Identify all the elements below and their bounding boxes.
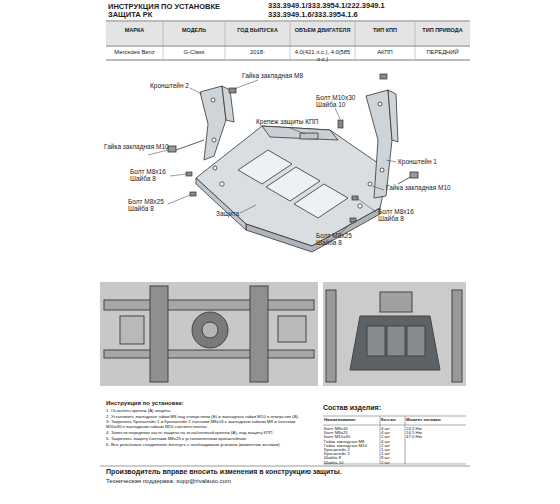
document-title: ИНСТРУКЦИЯ ПО УСТАНОВКЕ bbox=[108, 2, 220, 11]
table-header: ГОД ВЫПУСКА bbox=[225, 27, 290, 33]
part-label: Болт М8х25 Шайба 8 bbox=[128, 198, 168, 213]
part-label: Гайка закладная М8 bbox=[242, 72, 312, 79]
part-label: Болт М10х30 Шайба 10 bbox=[316, 94, 366, 109]
subtitle: ЗАЩИТА РК bbox=[108, 11, 258, 20]
part-code: 333.3949.1/333.3954.1/222.3949.1 bbox=[268, 2, 468, 11]
table-cell: Mercedes Benz bbox=[108, 49, 161, 56]
table-cell: АКПП bbox=[357, 49, 413, 56]
table-header: МАРКА bbox=[106, 27, 163, 33]
instruction-step: 3. Закрепить Кронштейн 1 и Кронштейн 2 б… bbox=[106, 419, 311, 429]
part-label: Крепеж защиты КПП bbox=[256, 118, 326, 125]
footer-note: Производитель вправе вносить изменения в… bbox=[106, 468, 466, 476]
table-cell: 2018- bbox=[227, 49, 288, 56]
table-header: ТИП ПРИВОДА bbox=[415, 27, 470, 33]
table-cell: G-Class bbox=[165, 49, 223, 56]
table-cell: ПЕРЕДНИЙ bbox=[417, 49, 468, 56]
part-label: Болт М8х16 Шайба 8 bbox=[130, 168, 170, 183]
table-header: Момент затяжки bbox=[406, 418, 466, 423]
table-header: Наименование bbox=[324, 418, 379, 423]
part-code: 333.3949.1.6/333.3954.1.6 bbox=[268, 11, 468, 20]
table-header: Кол-во bbox=[381, 418, 405, 423]
table-cell: 47.0 Нм bbox=[406, 435, 466, 440]
part-label: Гайка закладная М10 bbox=[386, 184, 461, 191]
part-label: Болт М8х25 Шайба 8 bbox=[316, 232, 356, 247]
table-cell: 2 шт bbox=[381, 461, 405, 466]
instruction-step: 4. Завести переднюю часть защиты на осла… bbox=[106, 430, 311, 435]
table-header: ОБЪЕМ ДВИГАТЕЛЯ bbox=[290, 27, 355, 33]
part-label: Кронштейн 1 bbox=[398, 158, 448, 165]
table-cell: 4.0(421 л.с.), 4.0(585 л.с.) bbox=[292, 49, 353, 62]
section-heading: Инструкция по установке: bbox=[106, 400, 311, 407]
footer-contact: Техническая поддержка: supp@rivalauto.co… bbox=[106, 478, 466, 485]
part-label: Защита bbox=[216, 210, 246, 217]
instruction-step: 1. Ослабить крепеж (А) защиты. bbox=[106, 408, 311, 413]
section-heading: Состав изделия: bbox=[323, 404, 463, 412]
instruction-step: 6. Все резьбовые соединения затянуть с н… bbox=[106, 442, 311, 447]
instruction-step: 5. Закрепить защиту болтами М8х25 к уста… bbox=[106, 436, 311, 441]
table-cell: Шайба 10 bbox=[324, 461, 379, 466]
part-label: Гайка закладная М10 bbox=[104, 143, 174, 150]
table-header: МОДЕЛЬ bbox=[163, 27, 225, 33]
table-header: ТИП КПП bbox=[355, 27, 415, 33]
part-label: Кронштейн 2 bbox=[150, 82, 192, 89]
instruction-step: 2. Установить закладные гайки М8 над отв… bbox=[106, 414, 311, 419]
part-label: Болт М8х16 Шайба 8 bbox=[378, 208, 418, 223]
